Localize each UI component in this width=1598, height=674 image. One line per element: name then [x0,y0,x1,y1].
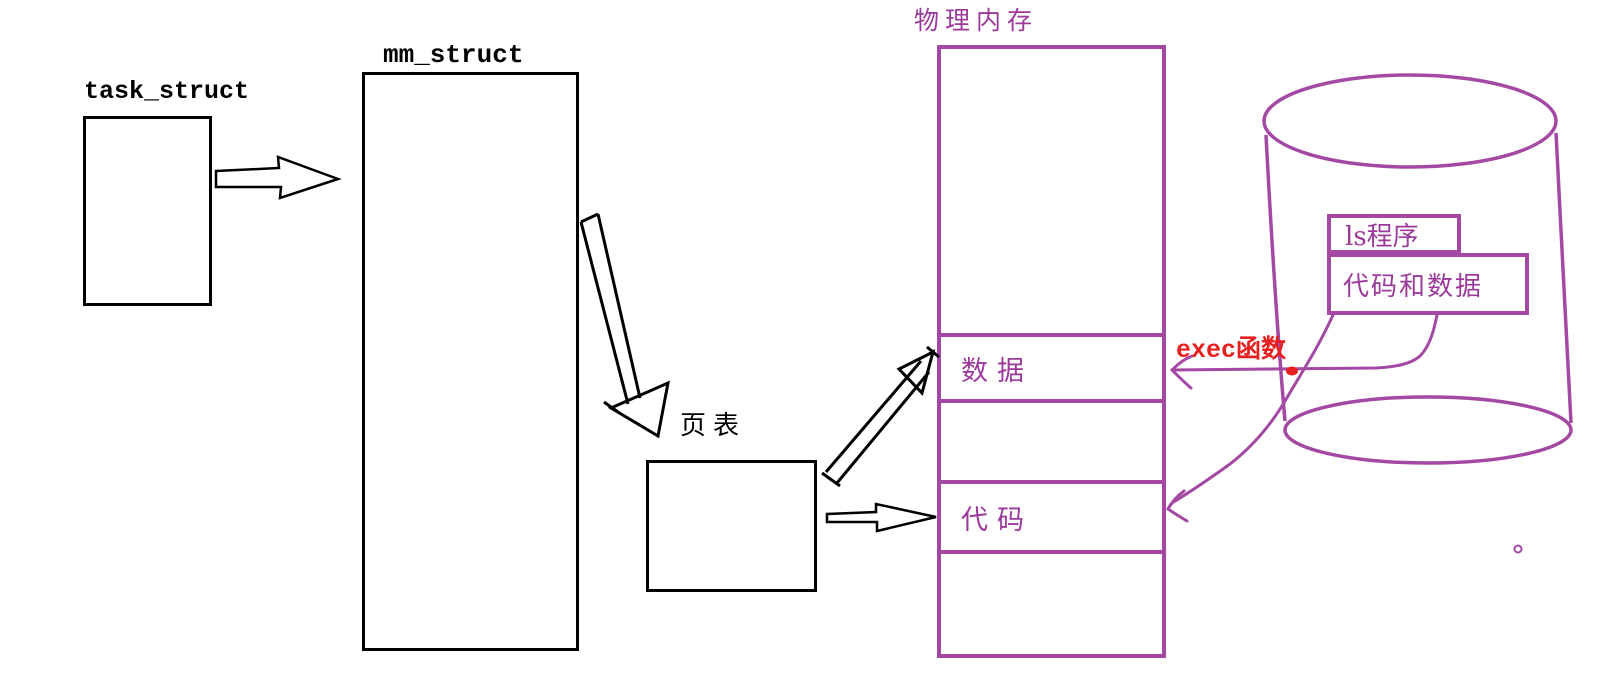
arrow-mm-to-pagetable-icon [579,212,671,439]
physical-memory-data-row: 数据 [937,333,1166,403]
arrow-task-to-mm-icon [214,155,342,200]
physical-memory-code-row: 代码 [937,480,1166,554]
code-and-data-label: 代码和数据 [1343,271,1484,302]
small-dot-icon [1513,544,1523,554]
page-table-label: 页表 [680,411,747,441]
arrow-pagetable-to-code-icon [825,502,937,533]
physical-memory-label: 物理内存 [914,6,1039,35]
data-row-label: 数据 [961,355,1033,387]
ls-program-box: ls程序 [1327,214,1461,254]
ls-program-label: ls程序 [1345,221,1419,252]
red-dot-marker-icon [1286,366,1298,376]
code-row-label: 代码 [961,504,1033,536]
arrow-pagetable-to-data-icon [821,345,940,488]
mm-struct-label: mm_struct [383,40,524,70]
exec-function-label: exec函数 [1176,336,1287,365]
page-table-box [646,460,817,592]
code-and-data-box: 代码和数据 [1327,253,1529,315]
task-struct-box [83,116,212,306]
task-struct-label: task_struct [84,77,250,106]
mm-struct-box [362,72,579,651]
